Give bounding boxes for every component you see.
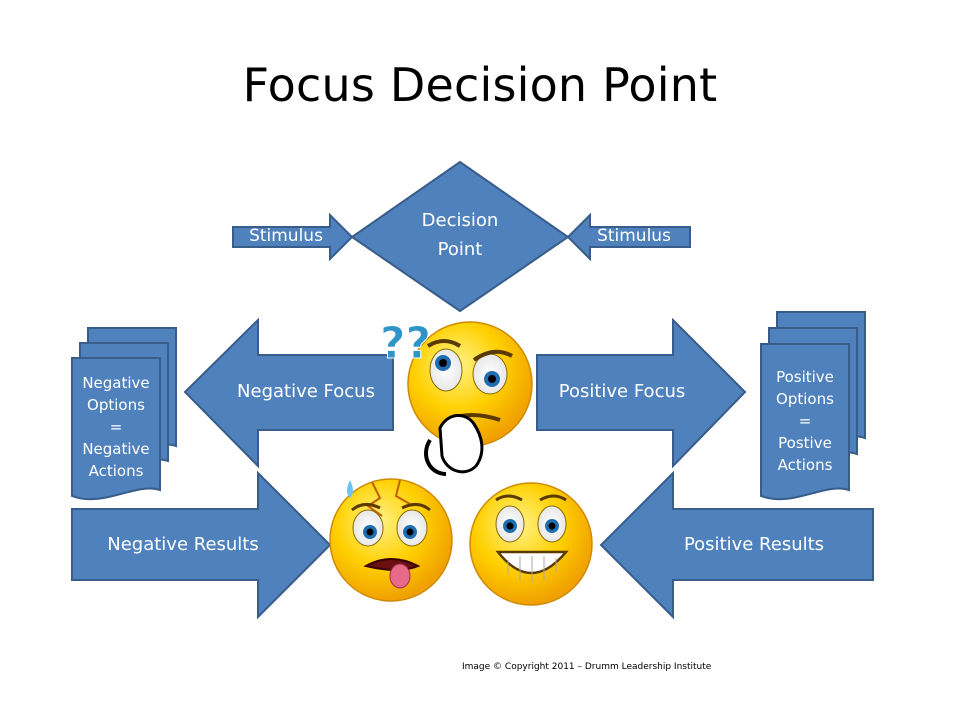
positive-focus-label: Positive Focus bbox=[558, 381, 686, 402]
question-marks-icon: ?? bbox=[380, 318, 431, 369]
negative-focus-arrow bbox=[183, 317, 394, 469]
copyright-notice: Image © Copyright 2011 – Drumm Leadershi… bbox=[462, 662, 712, 672]
negative-doc-line: Options bbox=[87, 396, 145, 414]
positive-doc-line: Positive bbox=[776, 368, 834, 386]
page-title: Focus Decision Point bbox=[242, 58, 718, 112]
positive-doc-line: Actions bbox=[777, 456, 833, 474]
positive-focus-arrow bbox=[536, 317, 747, 469]
positive-doc-line: Postive bbox=[778, 434, 832, 452]
thinking-face-icon bbox=[407, 321, 533, 476]
negative-doc-line: Negative bbox=[82, 440, 150, 458]
stimulus-right-label: Stimulus bbox=[597, 226, 671, 246]
negative-doc-line: Negative bbox=[82, 374, 150, 392]
negative-results-arrow bbox=[71, 470, 332, 620]
positive-doc-text: Positive Options = Postive Actions bbox=[763, 366, 847, 476]
stimulus-right-arrow bbox=[566, 212, 691, 262]
positive-doc-line: = bbox=[798, 412, 812, 430]
positive-results-arrow bbox=[599, 470, 874, 620]
negative-documents-stack bbox=[71, 327, 177, 501]
happy-face-icon bbox=[469, 482, 593, 606]
positive-results-label: Positive Results bbox=[683, 534, 825, 555]
negative-results-label: Negative Results bbox=[107, 534, 259, 555]
negative-focus-label: Negative Focus bbox=[237, 381, 375, 402]
negative-doc-line: Actions bbox=[88, 462, 144, 480]
negative-doc-line: = bbox=[109, 418, 123, 436]
decision-point-label-line1: Decision bbox=[421, 210, 499, 231]
worried-face-icon bbox=[329, 478, 453, 602]
decision-point-label-line2: Point bbox=[437, 239, 483, 260]
stimulus-left-label: Stimulus bbox=[249, 226, 323, 246]
decision-point-diamond bbox=[350, 160, 570, 313]
negative-doc-text: Negative Options = Negative Actions bbox=[74, 372, 158, 482]
stimulus-left-arrow bbox=[232, 212, 354, 262]
positive-doc-line: Options bbox=[776, 390, 834, 408]
positive-documents-stack bbox=[760, 311, 866, 501]
